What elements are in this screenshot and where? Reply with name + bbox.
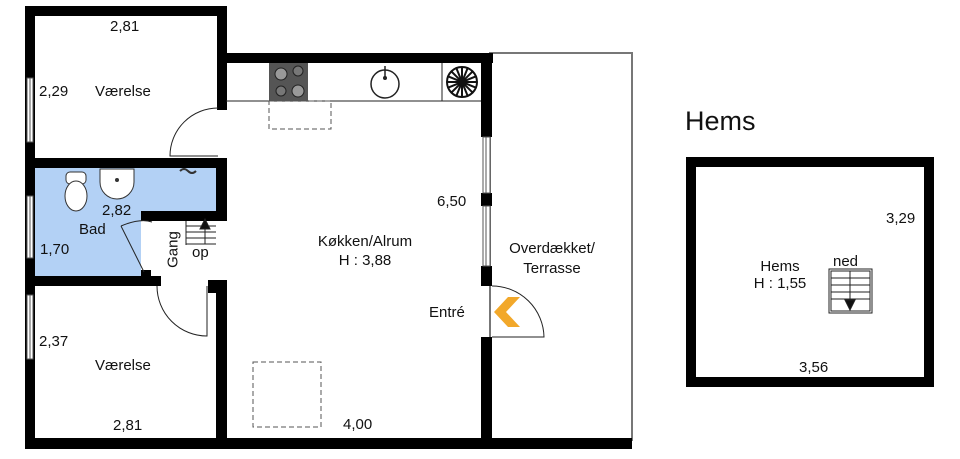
- fan-icon: [446, 66, 478, 98]
- loft-title: Hems: [685, 106, 756, 136]
- hall-stair-label: op: [192, 244, 209, 261]
- loft-walls: [686, 157, 934, 387]
- kitchen-counter: [226, 63, 481, 130]
- loft-room-name: Hems: [760, 258, 800, 275]
- terrace-label-line2: Terrasse: [523, 260, 581, 277]
- kitchen-name: Køkken/Alrum: [317, 233, 413, 250]
- tap-icon: [179, 168, 197, 174]
- toilet-icon: [64, 180, 88, 212]
- room-bottom-name: Værelse: [95, 357, 151, 374]
- table-outline: [252, 361, 322, 428]
- room-bottom-width: 2,81: [113, 417, 143, 434]
- loft-stair-label: ned: [833, 253, 859, 270]
- loft-width: 3,56: [799, 359, 829, 376]
- entry-label: Entré: [429, 304, 465, 321]
- bath-fixtures: [64, 168, 197, 212]
- kitchen-depth: 6,50: [437, 193, 467, 210]
- stair-up-icon: [185, 217, 216, 245]
- stair-down-icon: [828, 268, 873, 314]
- washbasin-icon: [99, 168, 135, 200]
- bath-width: 2,82: [102, 202, 132, 219]
- door-swings: [120, 107, 545, 338]
- room-top-name: Værelse: [95, 83, 151, 100]
- hall-name: Gang: [164, 231, 182, 268]
- loft-depth: 3,29: [886, 210, 916, 227]
- kitchen-height: H : 3,88: [338, 252, 392, 269]
- entry-arrow-icon: [494, 297, 520, 327]
- room-top-width: 2,81: [110, 18, 140, 35]
- bath-depth: 1,70: [40, 241, 70, 258]
- bath-name: Bad: [79, 221, 106, 238]
- room-top-depth: 2,29: [39, 83, 69, 100]
- loft-height: H : 1,55: [753, 275, 807, 292]
- room-bottom-depth: 2,37: [39, 333, 69, 350]
- terrace-label-line1: Overdækket/: [509, 240, 595, 257]
- kitchen-width: 4,00: [343, 416, 373, 433]
